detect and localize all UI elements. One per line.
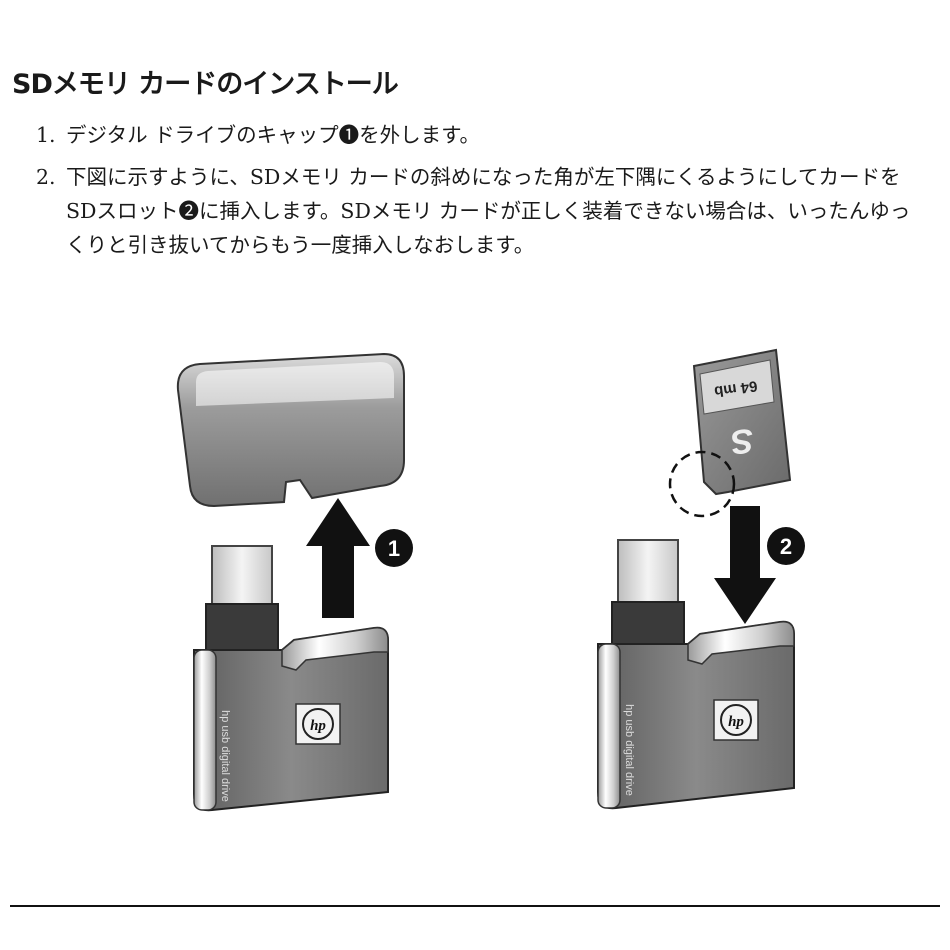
hp-logo-icon: hp	[714, 700, 758, 740]
up-arrow-icon	[306, 498, 370, 618]
step-number: 1.	[36, 118, 56, 152]
usb-plug	[612, 540, 684, 660]
section-title: SDメモリ カードのインストール	[12, 62, 398, 101]
drive-label: hp usb digital drive	[219, 710, 231, 802]
svg-text:hp: hp	[728, 714, 744, 730]
step-1: 1. デジタル ドライブのキャップ❶を外します。	[0, 118, 916, 152]
hp-logo-icon: hp	[296, 704, 340, 744]
callout-2: 2	[767, 527, 805, 565]
bottom-rule-divider	[10, 905, 940, 907]
instruction-steps: 1. デジタル ドライブのキャップ❶を外します。 2. 下図に示すように、SDメ…	[0, 118, 950, 262]
drive-body: hp usb digital drive	[194, 628, 388, 810]
sd-card: 64 mb S	[694, 350, 790, 494]
drive-cap	[178, 354, 404, 506]
svg-text:2: 2	[780, 534, 792, 559]
right-drive-illustration: 64 mb S 2 hp usb digital drive hp	[598, 350, 805, 808]
usb-plug	[206, 546, 278, 660]
left-drive-illustration: 1 hp usb digital drive hp	[178, 354, 413, 810]
installation-figure: 1 hp usb digital drive hp 64 mb S	[0, 340, 950, 840]
step-text: デジタル ドライブのキャップ❶を外します。	[66, 123, 480, 147]
drive-label: hp usb digital drive	[623, 704, 635, 796]
drive-body: hp usb digital drive	[598, 622, 794, 808]
callout-1: 1	[375, 529, 413, 567]
svg-text:hp: hp	[310, 718, 326, 734]
step-2: 2. 下図に示すように、SDメモリ カードの斜めになった角が左下隅にくるようにし…	[0, 160, 916, 262]
svg-text:1: 1	[388, 536, 400, 561]
step-number: 2.	[36, 160, 56, 194]
down-arrow-icon	[714, 506, 776, 624]
step-text: 下図に示すように、SDメモリ カードの斜めになった角が左下隅にくるようにしてカー…	[66, 165, 910, 257]
